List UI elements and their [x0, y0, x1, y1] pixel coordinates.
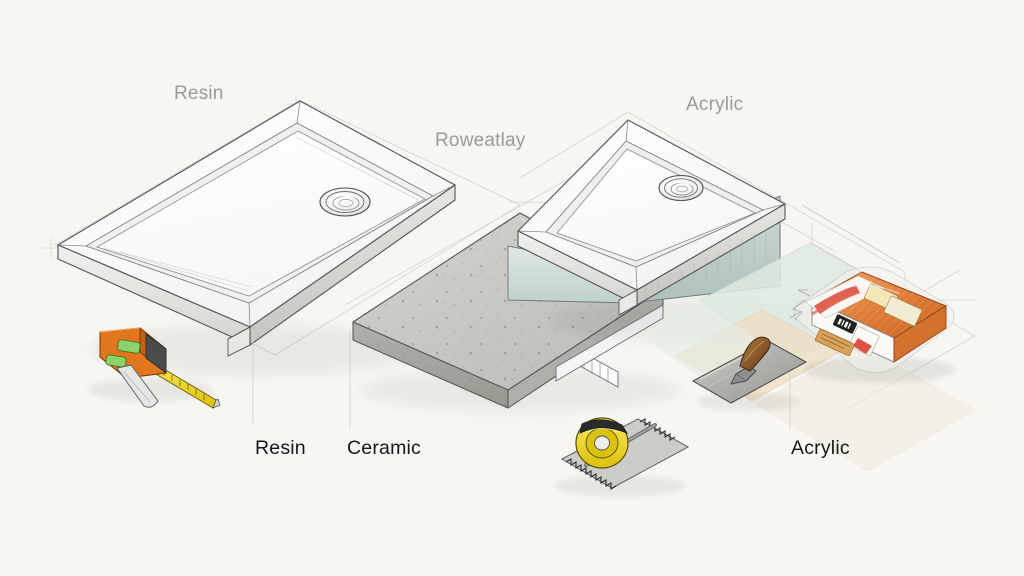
drain-resin — [319, 187, 371, 217]
label-resin-bottom: Resin — [255, 437, 306, 459]
label-ceramic-bottom: Ceramic — [347, 437, 421, 459]
label-roweatlay-top: Roweatlay — [435, 130, 526, 151]
label-resin-top: Resin — [174, 83, 224, 104]
acrylic-shower-tray — [507, 119, 901, 342]
marker-vial-tool — [116, 364, 159, 408]
drain-acrylic — [658, 174, 704, 202]
label-leader-lines — [252, 330, 791, 424]
yellow-tape-reel-tool — [575, 417, 629, 469]
adhesive-bag — [789, 266, 956, 383]
finishing-trowel-tool — [691, 336, 808, 411]
label-acrylic-top: Acrylic — [686, 94, 744, 115]
label-acrylic-bottom: Acrylic — [791, 437, 850, 459]
resin-shower-tray — [57, 100, 456, 376]
spirit-level-tool — [88, 327, 221, 409]
notched-trowel-tool — [554, 417, 690, 497]
